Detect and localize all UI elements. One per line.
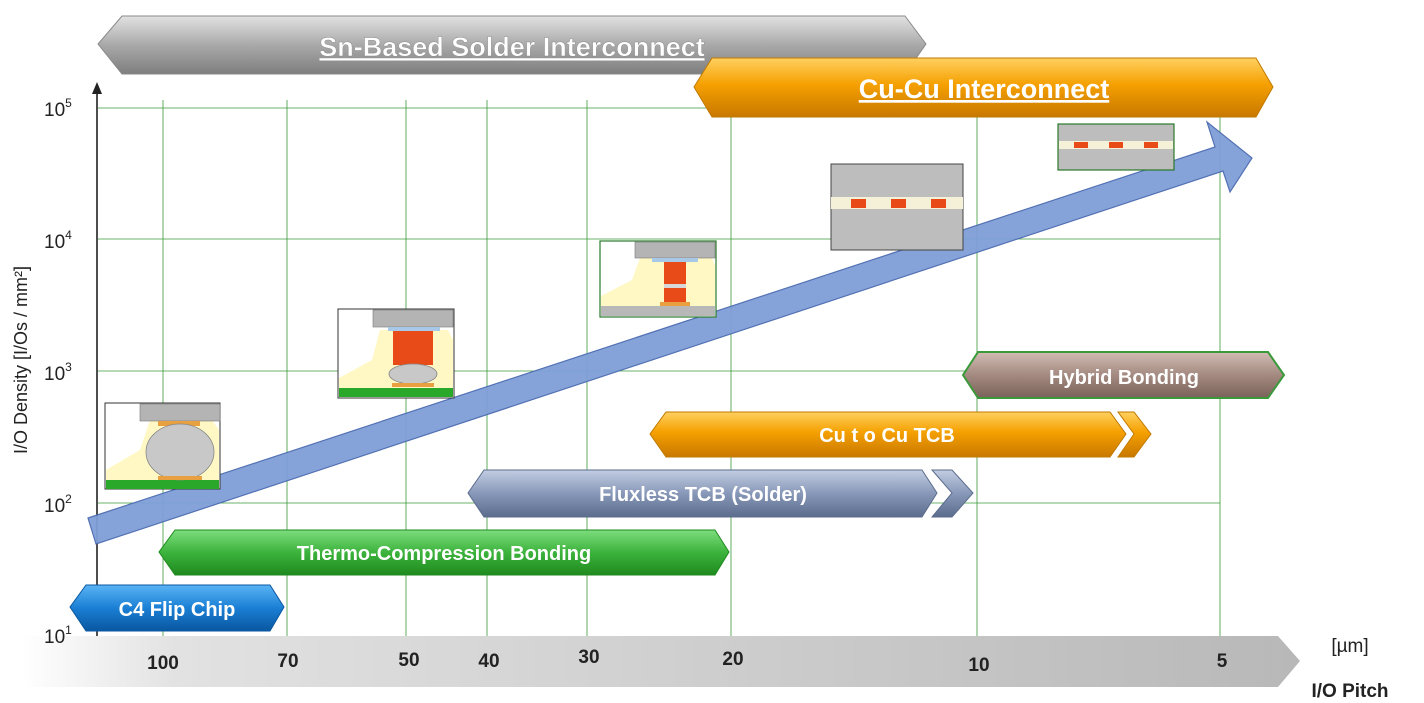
svg-text:101: 101 <box>44 623 72 648</box>
svg-text:30: 30 <box>578 647 599 668</box>
fluxless-tcb-label: Fluxless TCB (Solder) <box>599 484 807 506</box>
cu-to-cu-tcb-label: Cu t o Cu TCB <box>819 425 955 447</box>
svg-text:102: 102 <box>44 492 72 517</box>
trend-arrow <box>87 120 1253 545</box>
fluxless-pillar-illustration <box>599 240 717 318</box>
svg-text:10: 10 <box>968 655 989 676</box>
svg-text:40: 40 <box>478 651 499 672</box>
svg-text:103: 103 <box>44 360 72 385</box>
cu-to-cu-tcb-bar: Cu t o Cu TCB <box>649 411 1152 458</box>
thermo-compression-bonding-bar: Thermo-Compression Bonding <box>158 529 730 576</box>
svg-text:105: 105 <box>44 96 72 121</box>
c4-flip-chip-label: C4 Flip Chip <box>119 599 236 621</box>
y-axis-label: I/O Density [I/Os / mm²] <box>11 266 31 454</box>
svg-text:50: 50 <box>398 650 419 671</box>
y-tick-labels: 101 102 103 104 105 <box>44 96 72 648</box>
svg-text:5: 5 <box>1217 651 1228 672</box>
x-tick-labels: 100 70 50 40 30 20 10 5 <box>147 647 1228 676</box>
tcb-pillar-illustration <box>337 308 455 399</box>
svg-text:104: 104 <box>44 228 72 253</box>
hybrid-bonding-illustration <box>1057 123 1175 171</box>
y-axis <box>92 82 102 636</box>
hybrid-bonding-bar: Hybrid Bonding <box>961 351 1286 399</box>
cu-cu-interconnect-banner: Cu-Cu Interconnect <box>693 57 1274 118</box>
hybrid-bonding-label: Hybrid Bonding <box>1049 367 1199 389</box>
cu-tcb-extension-chevron <box>1117 411 1152 458</box>
cu-tcb-illustration <box>830 163 964 251</box>
x-axis-label: I/O Pitch <box>1311 681 1388 702</box>
fluxless-extension-chevron <box>930 469 974 518</box>
svg-text:20: 20 <box>722 649 743 670</box>
svg-text:100: 100 <box>147 653 179 674</box>
svg-text:70: 70 <box>277 651 298 672</box>
grid <box>98 100 1221 636</box>
c4-flip-chip-bar: C4 Flip Chip <box>69 584 285 632</box>
fluxless-tcb-bar: Fluxless TCB (Solder) <box>467 469 974 518</box>
x-axis-unit: [µm] <box>1331 636 1368 657</box>
sn-based-solder-label: Sn-Based Solder Interconnect <box>319 32 705 62</box>
thermo-compression-bonding-label: Thermo-Compression Bonding <box>297 543 591 565</box>
c4-bump-illustration <box>104 402 221 490</box>
x-axis-arrow <box>22 636 1300 687</box>
cu-cu-interconnect-label: Cu-Cu Interconnect <box>859 74 1110 104</box>
